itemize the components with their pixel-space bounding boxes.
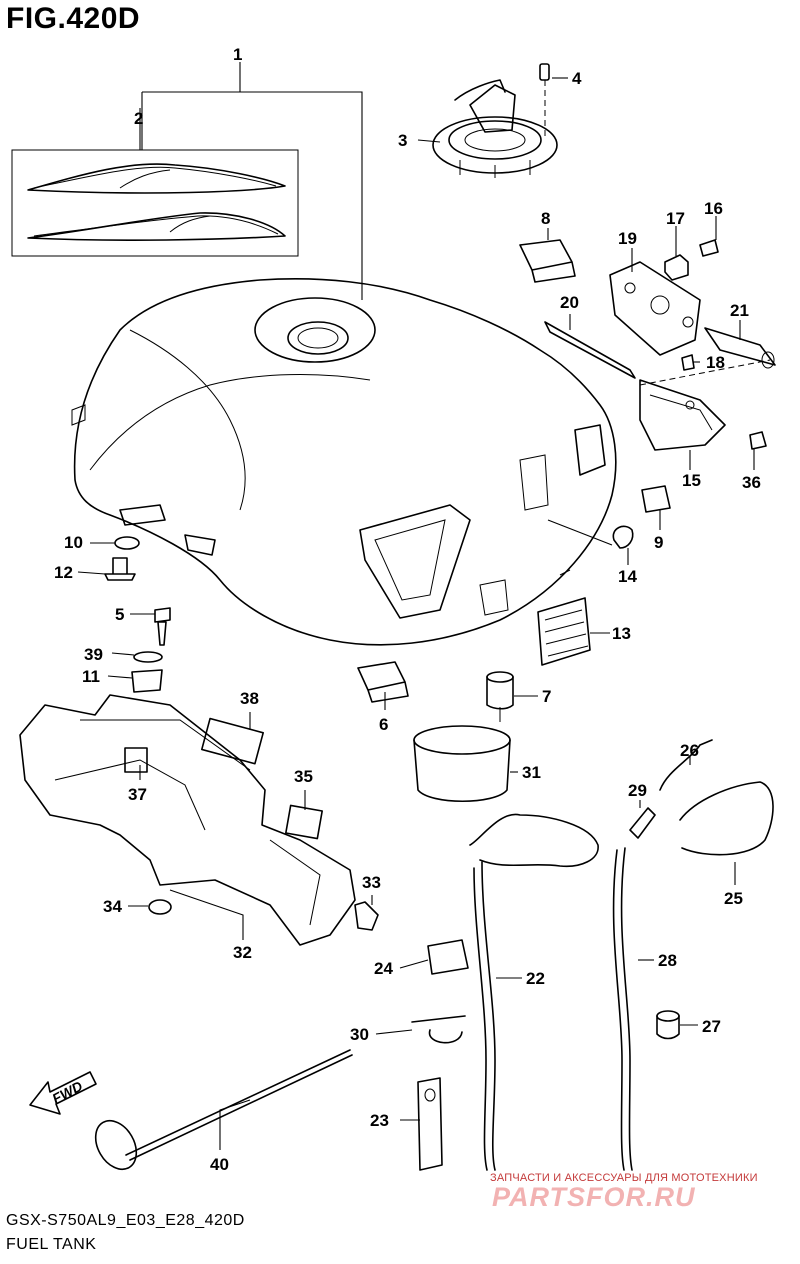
rear-bracket-assembly	[544, 239, 776, 451]
watermark-tagline: ЗАПЧАСТИ И АКСЕССУАРЫ ДЛЯ МОТОТЕХНИКИ	[490, 1172, 758, 1184]
callout-18: 18	[706, 353, 725, 372]
hoses	[469, 739, 774, 1171]
callout-2: 2	[134, 109, 143, 128]
callout-7: 7	[542, 687, 551, 706]
callout-22: 22	[526, 969, 545, 988]
fuel-tank	[71, 278, 617, 646]
callout-9: 9	[654, 533, 663, 552]
callout-13: 13	[612, 624, 631, 643]
arrow-icon	[29, 1071, 97, 1115]
callout-15: 15	[682, 471, 701, 490]
callout-39: 39	[84, 645, 103, 664]
callout-34: 34	[103, 897, 122, 916]
callout-16: 16	[704, 199, 723, 218]
lower-cover	[19, 694, 356, 946]
callout-20: 20	[560, 293, 579, 312]
callout-29: 29	[628, 781, 647, 800]
callout-14: 14	[618, 567, 637, 586]
callout-32: 32	[233, 943, 252, 962]
callout-35: 35	[294, 767, 313, 786]
callout-38: 38	[240, 689, 259, 708]
watermark-logo: PARTSFOR.RU	[492, 1182, 696, 1212]
small-parts	[104, 239, 680, 1171]
callout-19: 19	[618, 229, 637, 248]
leader-lines	[77, 77, 755, 1150]
callout-25: 25	[724, 889, 743, 908]
callout-10: 10	[64, 533, 83, 552]
callout-37: 37	[128, 785, 147, 804]
callout-8: 8	[541, 209, 550, 228]
callout-5: 5	[115, 605, 124, 624]
callout-31: 31	[522, 763, 541, 782]
fuel-cap	[432, 63, 558, 178]
callout-12: 12	[54, 563, 73, 582]
callout-40: 40	[210, 1155, 229, 1174]
callout-17: 17	[666, 209, 685, 228]
callout-6: 6	[379, 715, 388, 734]
callout-27: 27	[702, 1017, 721, 1036]
figure-title: FIG.420D	[6, 2, 141, 35]
callout-1: 1	[233, 45, 242, 64]
callout-24: 24	[374, 959, 393, 978]
callout-33: 33	[362, 873, 381, 892]
callout-30: 30	[350, 1025, 369, 1044]
callout-11: 11	[82, 667, 100, 686]
callout-28: 28	[658, 951, 677, 970]
callout-36: 36	[742, 473, 761, 492]
figure-code: GSX-S750AL9_E03_E28_420D	[6, 1212, 245, 1229]
direction-badge: FWD	[29, 1071, 97, 1115]
callout-21: 21	[730, 301, 749, 320]
figure-subtitle: FUEL TANK	[6, 1236, 97, 1253]
fwd-label: FWD	[49, 1078, 85, 1107]
callout-26: 26	[680, 741, 699, 760]
callout-23: 23	[370, 1111, 389, 1130]
prop-rod	[94, 1049, 353, 1171]
callout-4: 4	[572, 69, 582, 88]
callout-3: 3	[398, 131, 407, 150]
callout-labels: 1 2 3 4 5 6 7 8 9 10 11 12 13 14 15 16 1…	[54, 45, 761, 1174]
decal-group-frame	[11, 62, 363, 300]
